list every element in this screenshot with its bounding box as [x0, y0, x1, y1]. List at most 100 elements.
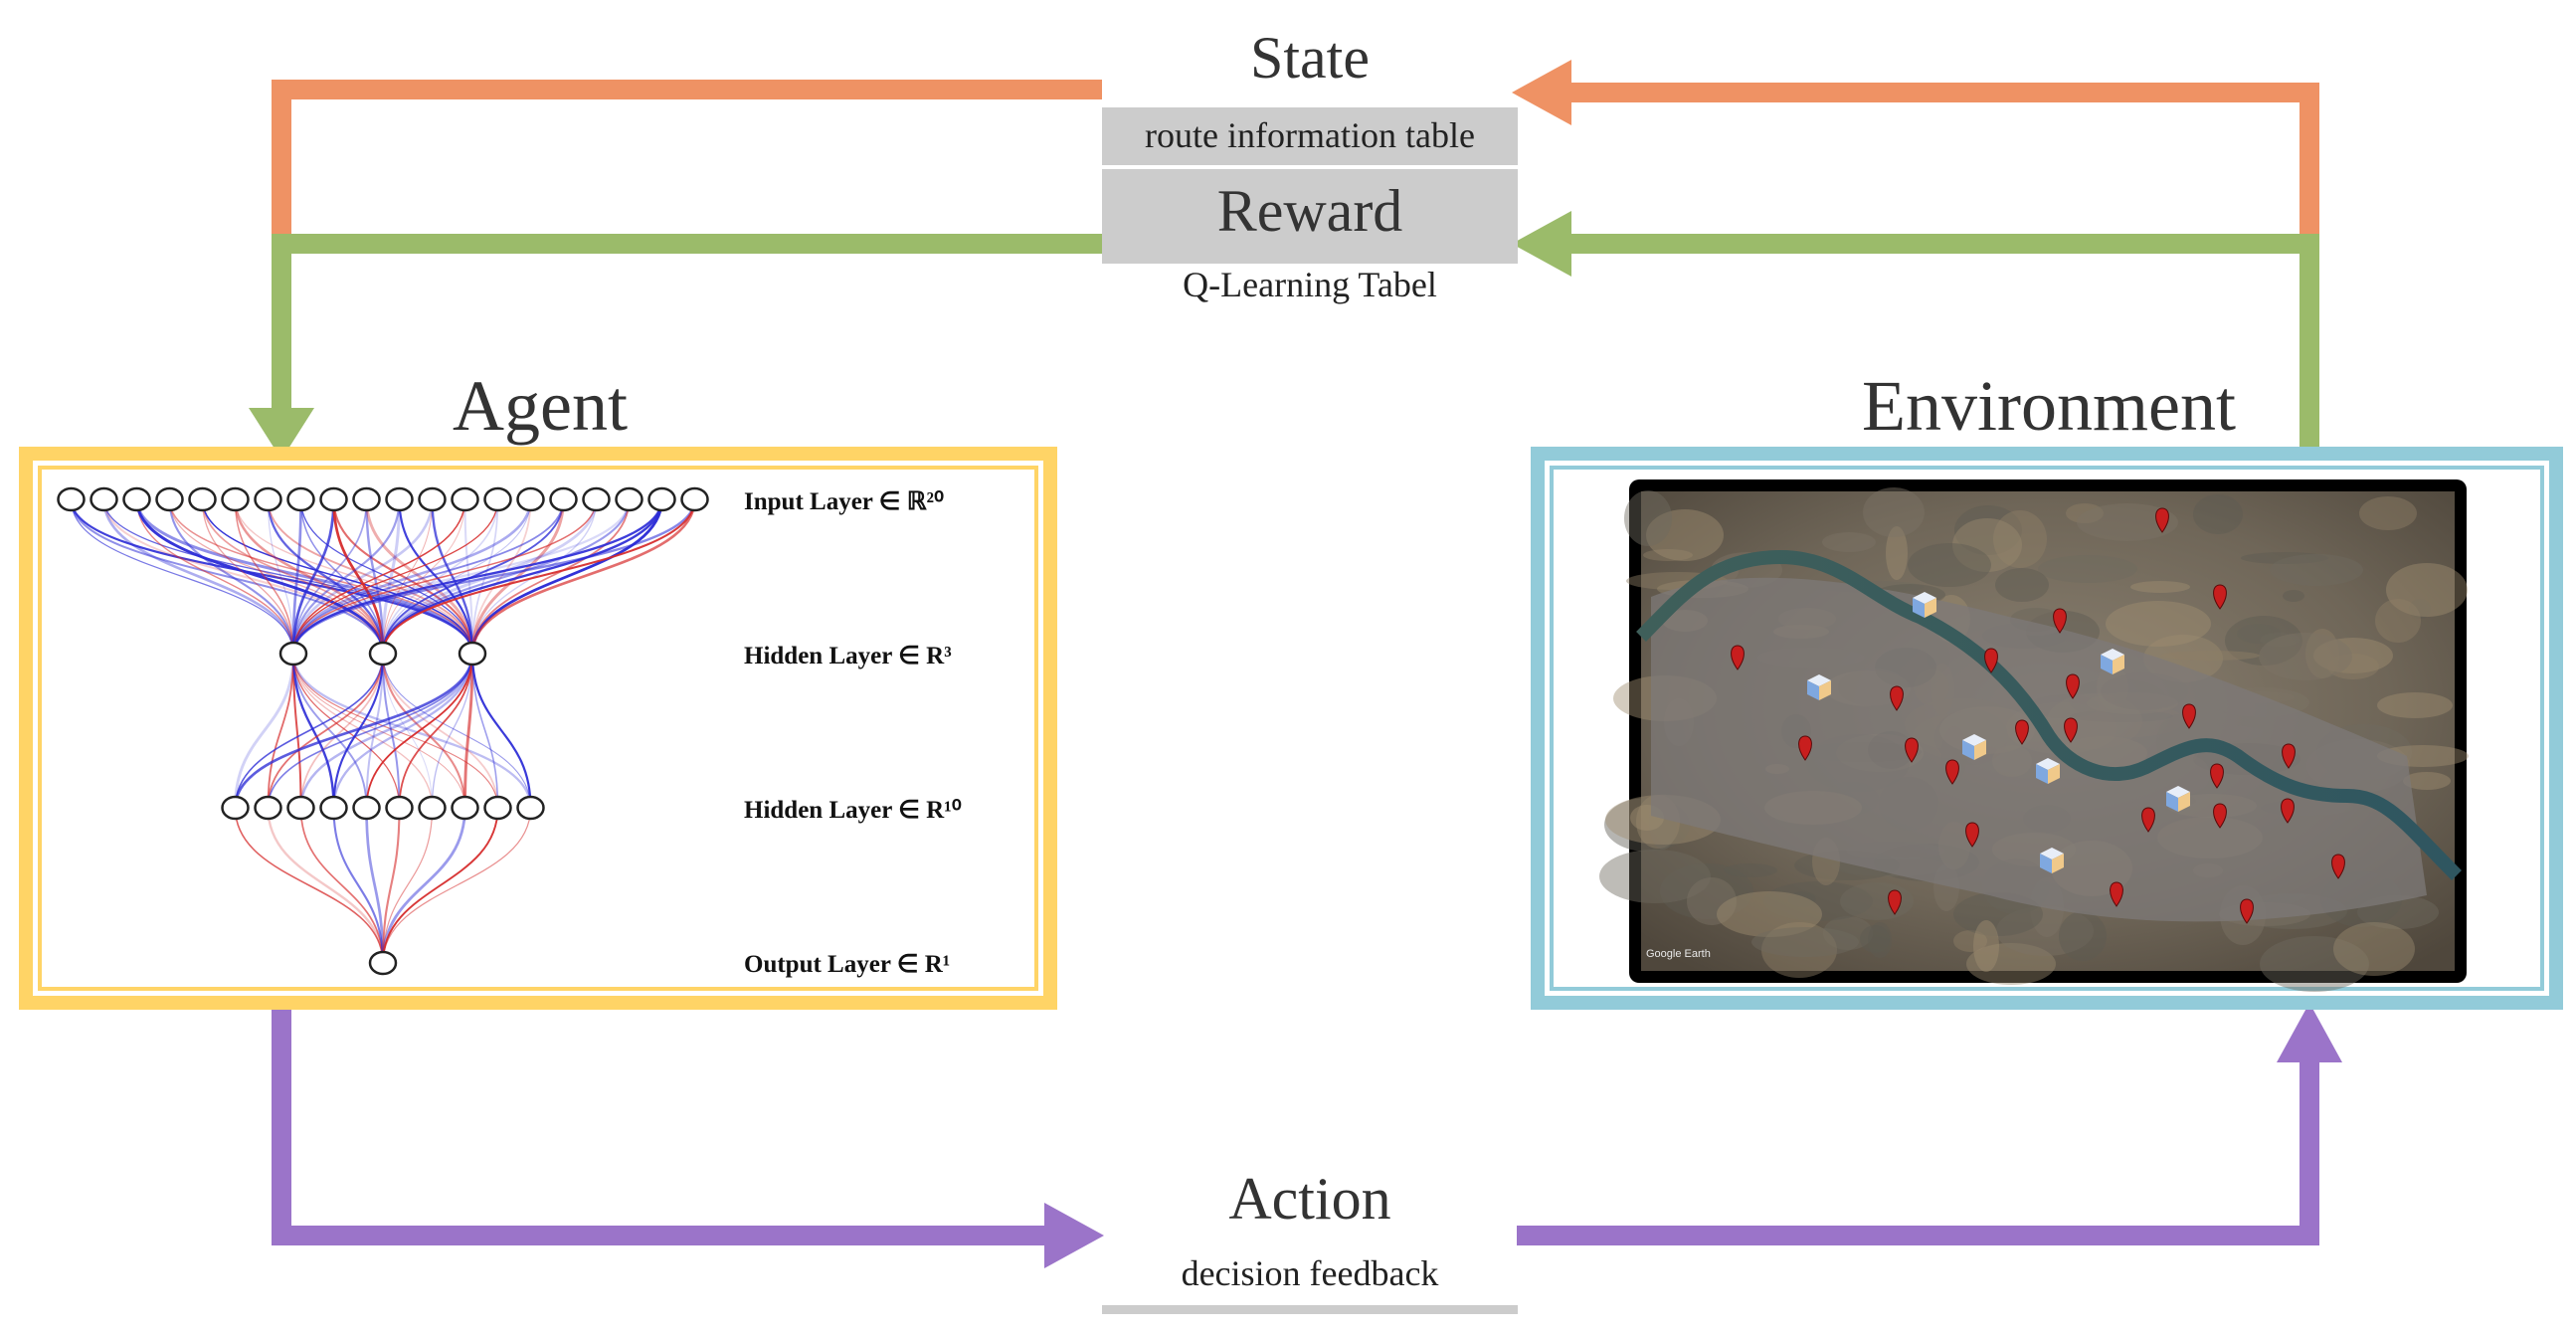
- location-pin-icon: [2240, 898, 2254, 924]
- network-node: [278, 641, 308, 667]
- network-edge: [291, 498, 401, 655]
- warehouse-icon: [2101, 649, 2124, 674]
- location-pin-icon: [2064, 717, 2078, 743]
- network-edge: [332, 807, 385, 964]
- network-edge: [267, 653, 294, 809]
- network-edge: [292, 653, 434, 809]
- terrain-patch: [1966, 943, 2056, 985]
- network-node: [582, 486, 611, 512]
- network-edge: [381, 807, 466, 964]
- network-edge: [381, 653, 466, 809]
- location-pin-icon: [2141, 807, 2155, 833]
- network-edge: [382, 653, 434, 809]
- network-edge: [135, 498, 474, 655]
- terrain-patch: [1996, 906, 2094, 956]
- warehouse-icon: [2036, 758, 2060, 784]
- network-edge: [382, 807, 532, 964]
- location-markers: [1731, 507, 2345, 924]
- network-edge: [234, 653, 384, 809]
- urban-area: [1651, 577, 2427, 922]
- terrain-patch: [2375, 599, 2421, 643]
- terrain-patch: [1724, 863, 1777, 877]
- terrain-patch: [1624, 490, 1672, 546]
- network-node: [352, 486, 381, 512]
- network-edge: [201, 498, 473, 655]
- network-edge: [292, 498, 565, 655]
- network-edge: [471, 498, 598, 655]
- location-pin-icon: [1731, 645, 1745, 670]
- layer-label-hidden-2: Hidden Layer ∈ R¹⁰: [744, 797, 962, 824]
- network-node: [385, 486, 414, 512]
- network-node: [352, 795, 381, 821]
- location-pin-icon: [1984, 648, 1998, 673]
- network-edge: [470, 498, 565, 655]
- network-edge: [431, 498, 474, 655]
- warehouse-icon: [1962, 734, 1986, 760]
- terrain-patch: [1868, 922, 1892, 958]
- network-node: [122, 486, 151, 512]
- terrain-patch: [2305, 629, 2339, 678]
- network-edge: [332, 653, 474, 809]
- network-edge: [234, 498, 385, 655]
- state-title: State: [1250, 25, 1370, 91]
- warehouse-icon: [1913, 592, 1936, 618]
- network-edge: [463, 498, 474, 655]
- network-edge: [470, 653, 532, 809]
- location-pin-icon: [1798, 735, 1812, 761]
- network-edge: [70, 498, 474, 655]
- network-edge: [299, 807, 384, 964]
- terrain-patch: [2225, 616, 2302, 666]
- terrain-patch: [2359, 496, 2417, 530]
- terrain-patch: [1840, 882, 1914, 920]
- terrain-patch: [1763, 881, 1873, 921]
- terrain-patch: [2386, 563, 2468, 617]
- map-credit: Google Earth: [1646, 948, 1711, 960]
- network-edge: [234, 653, 295, 809]
- location-pin-icon: [2155, 507, 2169, 533]
- reward-label-box: [1102, 169, 1518, 264]
- network-edge: [381, 498, 401, 655]
- network-edge: [168, 498, 295, 655]
- terrain-patch: [1954, 505, 2022, 555]
- terrain-patch: [2241, 552, 2328, 564]
- terrain-patch: [1687, 877, 1737, 925]
- network-edge: [471, 653, 499, 809]
- location-pin-icon: [1965, 822, 1979, 848]
- terrain-patch: [2313, 638, 2393, 673]
- terrain-patch: [2160, 651, 2260, 661]
- network-edge: [381, 498, 696, 655]
- terrain-patch: [2059, 911, 2107, 961]
- network-edge: [381, 807, 401, 964]
- state-label-box: [1102, 107, 1518, 165]
- network-node: [451, 795, 479, 821]
- terrain-patch: [1761, 922, 1837, 978]
- network-edge: [382, 807, 434, 964]
- layer-label-hidden-1: Hidden Layer ∈ R³: [744, 643, 952, 669]
- warehouse-icon: [2166, 786, 2190, 812]
- location-pin-icon: [2213, 584, 2227, 610]
- terrain-patch: [1993, 510, 2047, 568]
- network-edge: [382, 653, 532, 809]
- terrain-patch: [2260, 936, 2369, 992]
- network-edge: [234, 653, 474, 809]
- network-node: [221, 795, 250, 821]
- location-pin-icon: [2282, 743, 2296, 769]
- location-pin-icon: [2053, 608, 2067, 634]
- location-pin-icon: [1945, 759, 1959, 785]
- network-edge: [382, 498, 466, 655]
- network-node: [57, 486, 86, 512]
- environment-frame: [1531, 447, 2563, 1010]
- location-pin-icon: [2331, 854, 2345, 879]
- terrain-patch: [1995, 568, 2049, 602]
- state-box-label: route information table: [1145, 115, 1475, 155]
- terrain-patch: [1643, 549, 1693, 561]
- network-edge: [332, 498, 385, 655]
- network-edge: [365, 498, 385, 655]
- network-edge: [471, 498, 532, 655]
- action-arrow: [272, 1003, 2342, 1268]
- terrain-patch: [2333, 922, 2415, 976]
- terrain-patch: [1886, 526, 1908, 580]
- terrain-patch: [1788, 891, 1816, 907]
- network-edge: [382, 653, 499, 809]
- terrain-patch: [2259, 633, 2352, 680]
